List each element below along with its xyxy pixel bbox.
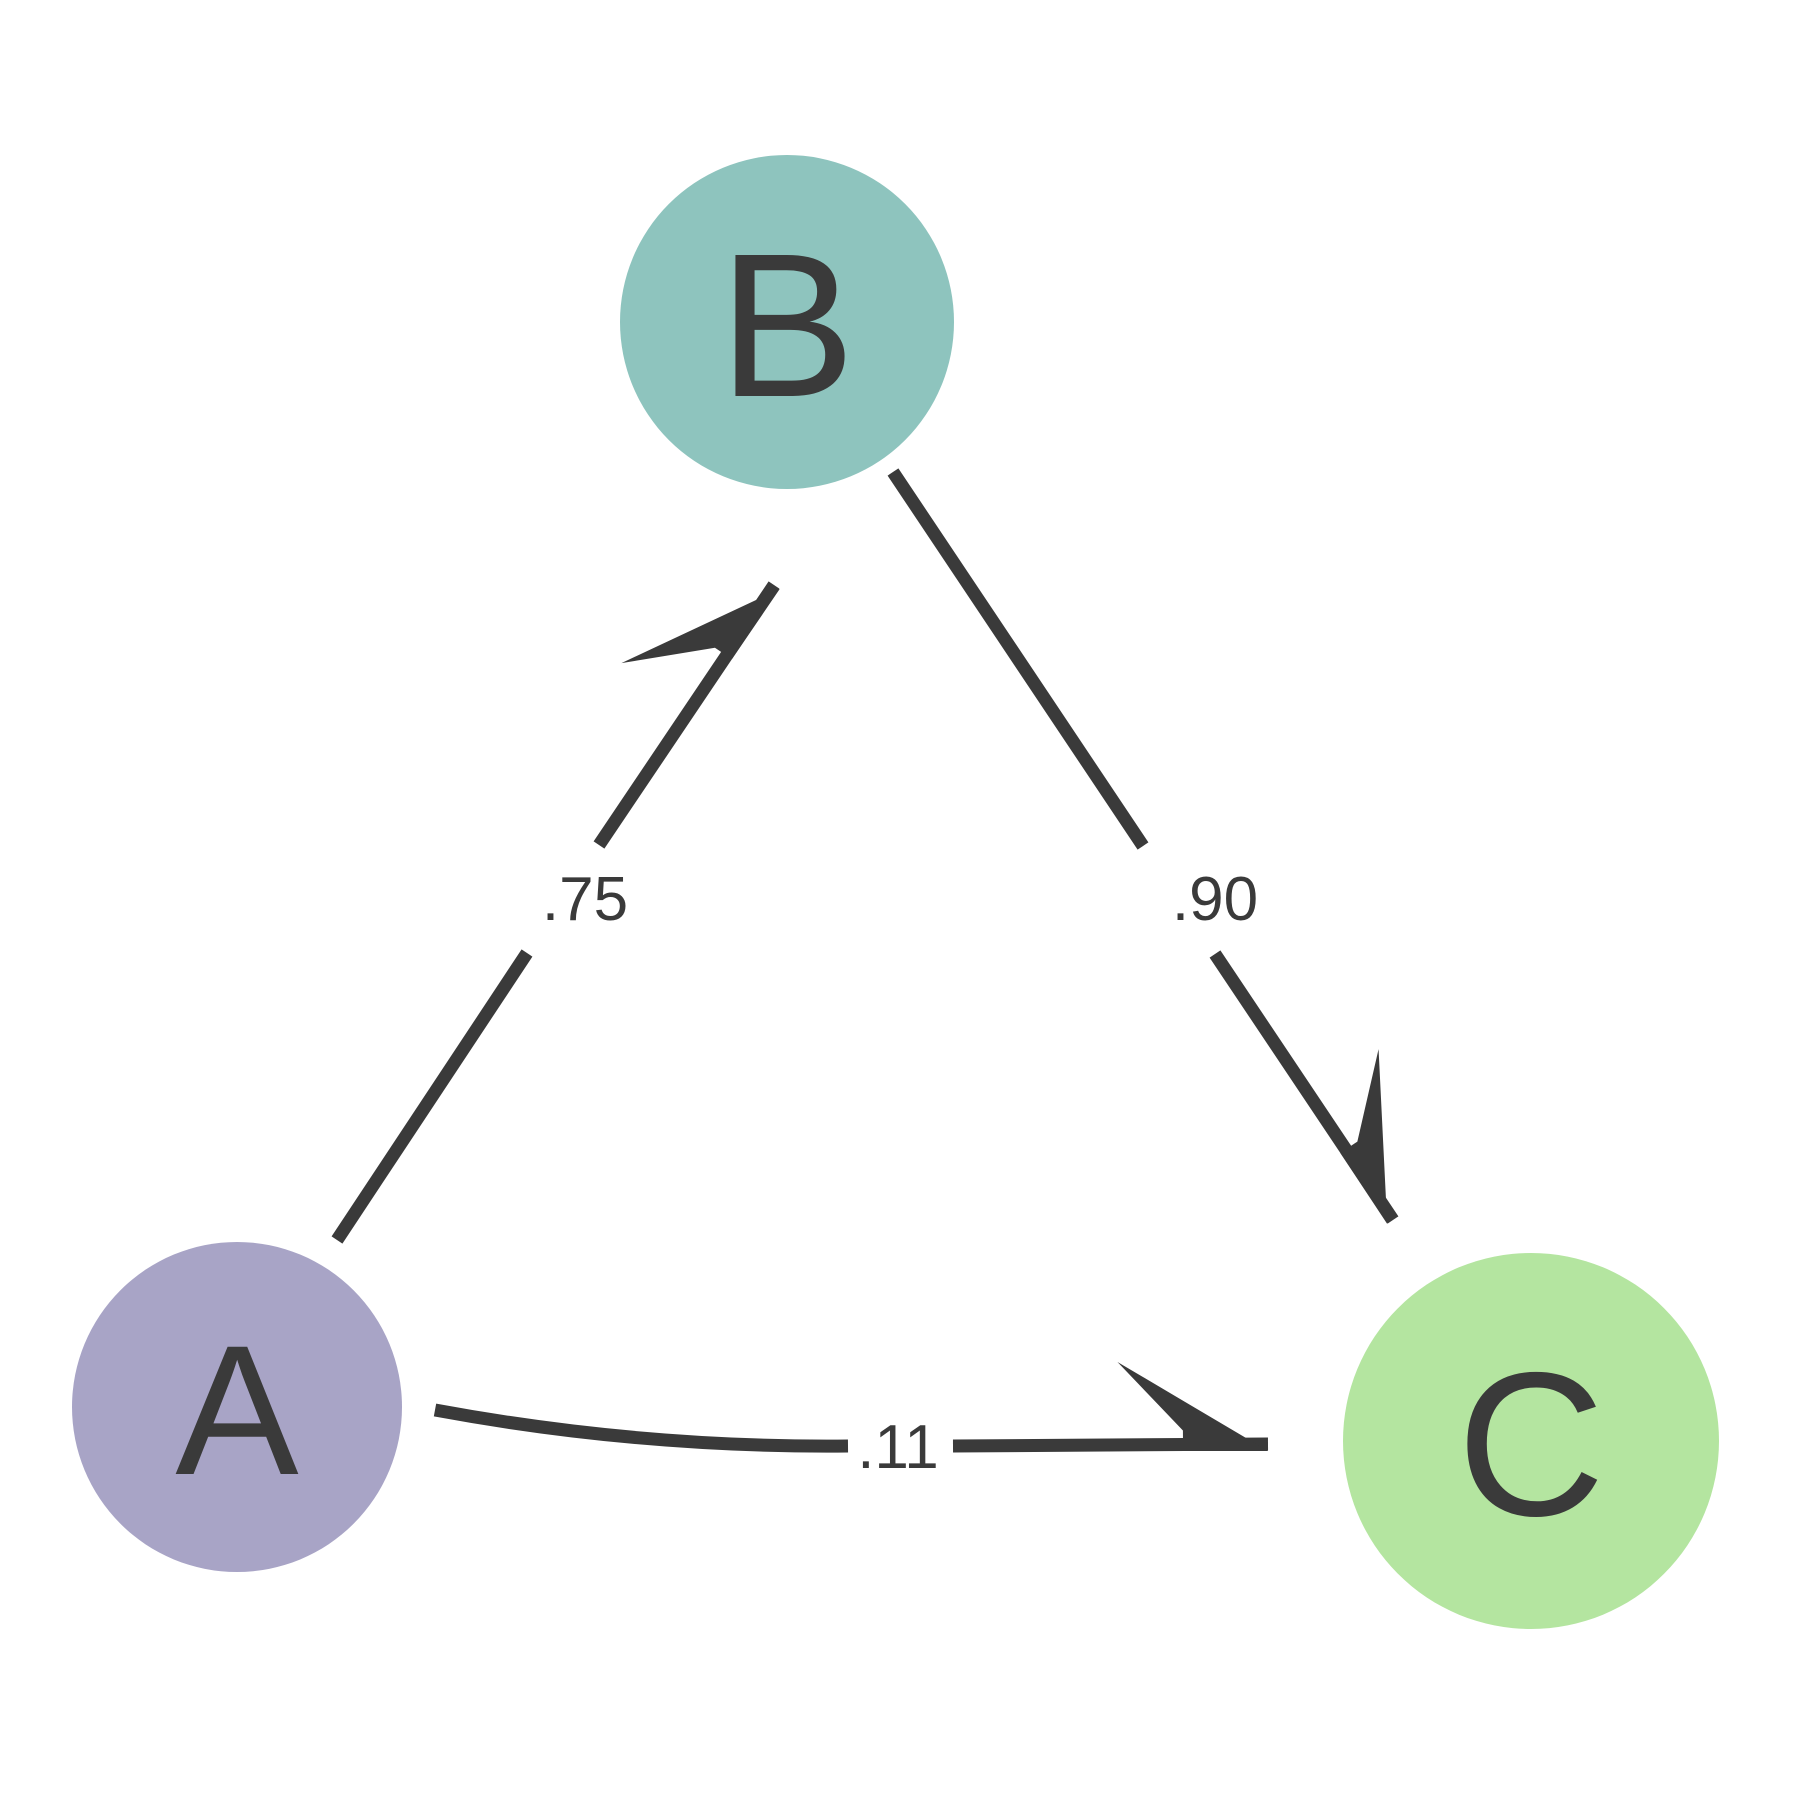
node-b-label: B — [719, 211, 856, 440]
edge-a-c-shaft-left — [433, 1403, 849, 1453]
node-b: B — [620, 155, 954, 489]
node-c-circle — [1343, 1253, 1719, 1629]
node-c: C — [1343, 1253, 1719, 1629]
edge-a-c-shaft-right — [952, 1361, 1269, 1453]
edge-a-b-shaft-lower — [331, 949, 533, 1244]
node-a: A — [72, 1242, 402, 1572]
edge-b-c-weight-label: .90 — [1172, 865, 1258, 934]
edge-b-c-shaft-lower — [1209, 950, 1399, 1224]
edge-b-c-shaft-upper — [887, 468, 1149, 850]
edge-a-b: .75 — [331, 581, 780, 1244]
node-c-label: C — [1457, 1330, 1605, 1559]
edge-b-c: .90 — [887, 468, 1399, 1224]
edge-a-c-weight-label: .11 — [857, 1413, 939, 1482]
edge-a-c: .11 — [433, 1361, 1269, 1482]
node-a-label: A — [175, 1308, 299, 1514]
node-b-circle — [620, 155, 954, 489]
edge-a-b-weight-label: .75 — [542, 865, 628, 934]
edge-a-b-shaft-upper — [593, 581, 780, 849]
node-a-circle — [72, 1242, 402, 1572]
